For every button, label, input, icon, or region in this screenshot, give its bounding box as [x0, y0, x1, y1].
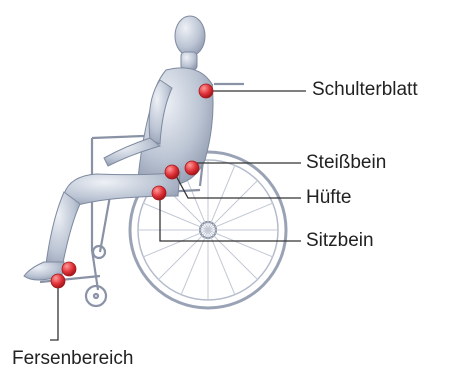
- label-hip: Hüfte: [306, 188, 351, 207]
- label-shoulder-blade: Schulterblatt: [312, 80, 418, 99]
- caster-wheel: [86, 286, 106, 306]
- pressure-point-hip: [165, 165, 179, 179]
- label-ischium: Sitzbein: [306, 231, 374, 250]
- label-heel: Fersenbereich: [12, 349, 133, 368]
- label-tailbone: Steißbein: [306, 153, 386, 172]
- leader-heel: [50, 282, 58, 340]
- pressure-point-heel-bottom: [51, 274, 65, 288]
- pressure-point-heel-back: [62, 262, 76, 276]
- pressure-point-shoulder-blade: [199, 84, 213, 98]
- neck: [181, 52, 197, 70]
- pressure-point-ischium: [152, 186, 166, 200]
- lower-leg: [46, 192, 80, 268]
- pressure-point-tailbone: [185, 161, 199, 175]
- head: [175, 16, 205, 56]
- front-small-wheel: [93, 246, 105, 258]
